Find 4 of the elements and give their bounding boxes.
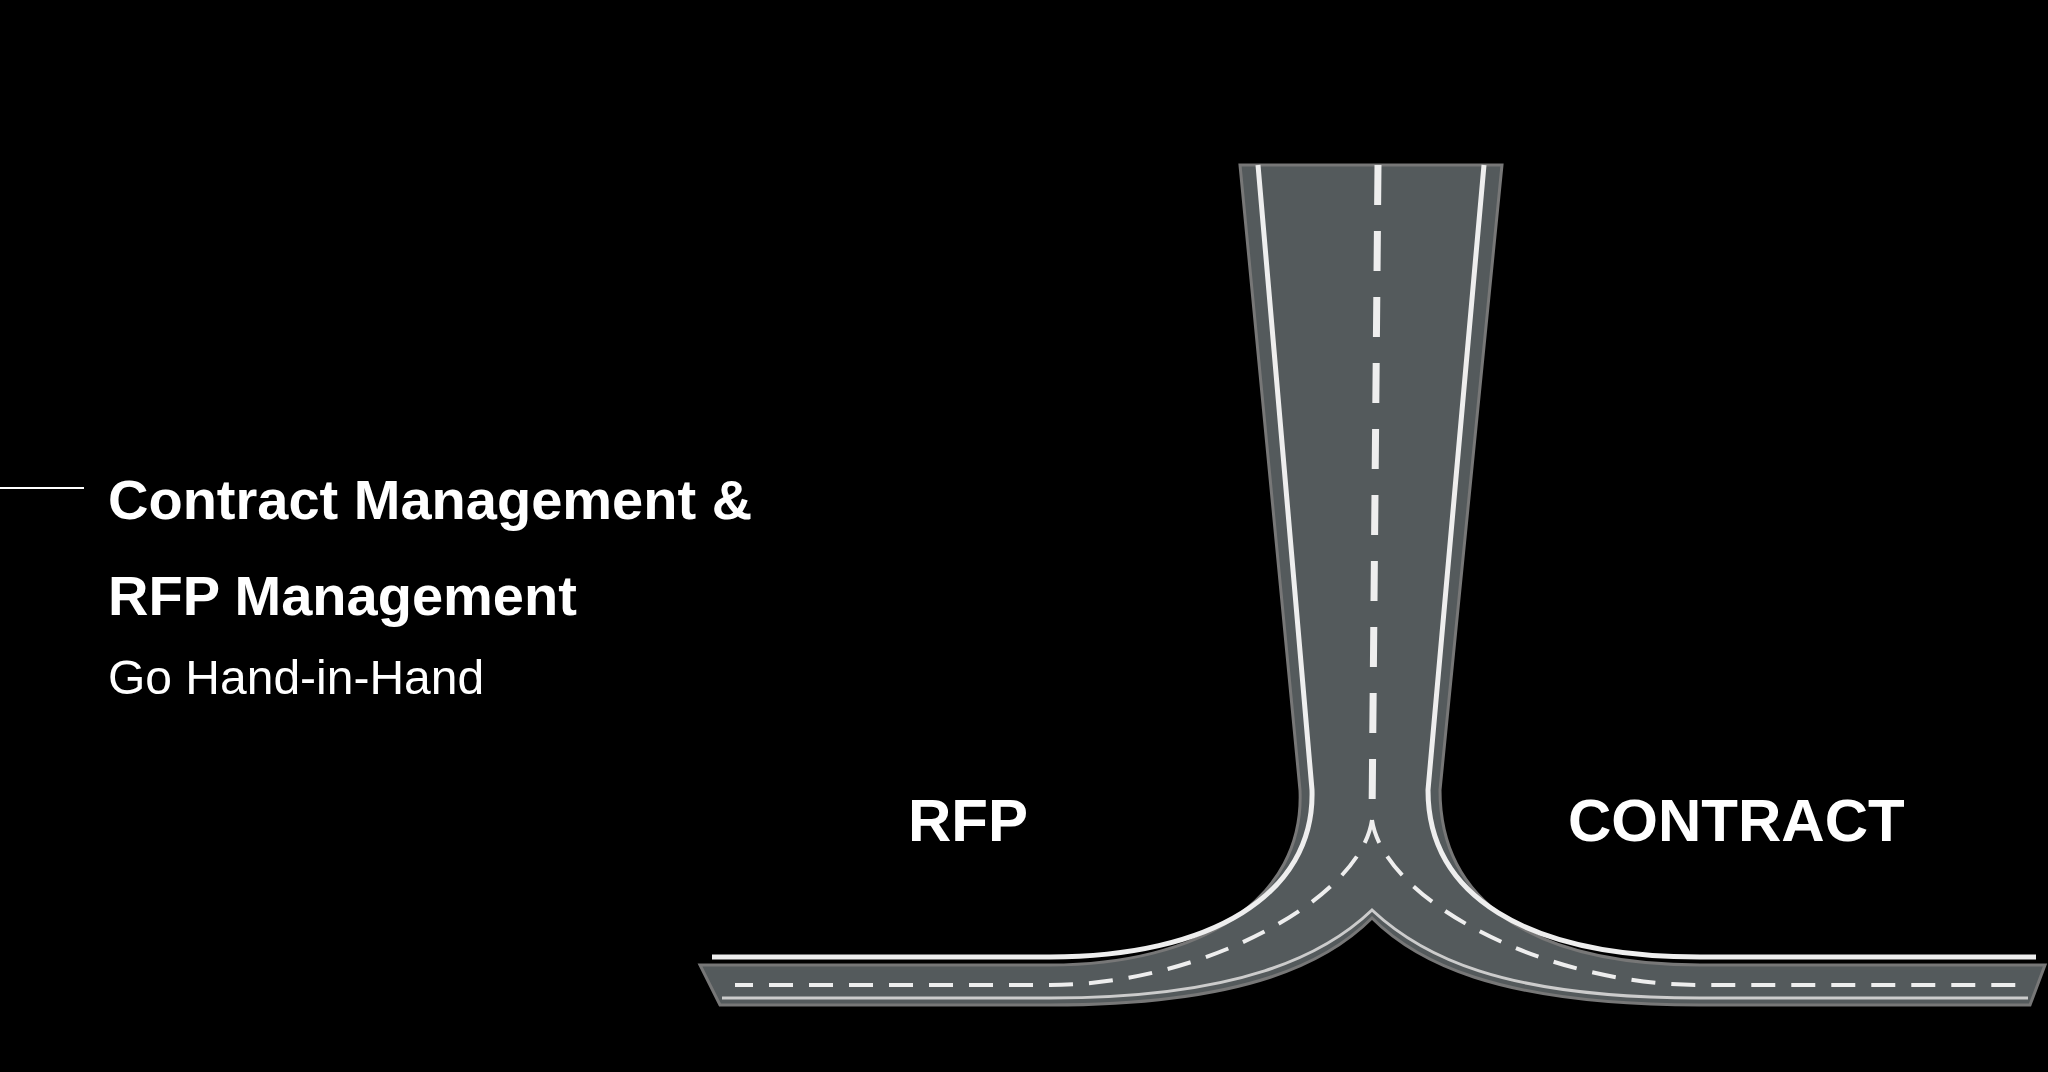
road-label: RFP <box>908 786 1028 855</box>
road-label: CONTRACT <box>1568 786 1905 855</box>
subtitle: Go Hand-in-Hand <box>108 650 485 705</box>
title: Contract Management & RFP Management <box>108 467 754 629</box>
